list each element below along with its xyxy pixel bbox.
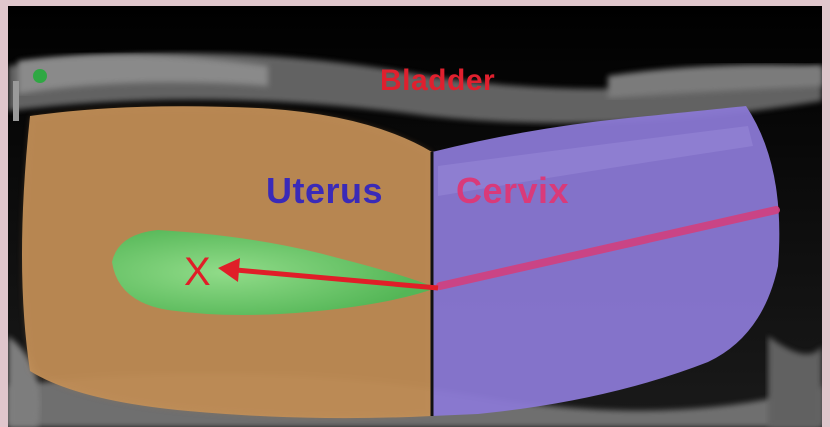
probe-marker (33, 69, 47, 83)
cervix-label: Cervix (456, 170, 569, 212)
bladder-label: Bladder (380, 64, 495, 98)
uterus-label: Uterus (266, 170, 383, 212)
ultrasound-image: Bladder Uterus Cervix X (8, 6, 822, 427)
x-marker: X (184, 250, 211, 295)
